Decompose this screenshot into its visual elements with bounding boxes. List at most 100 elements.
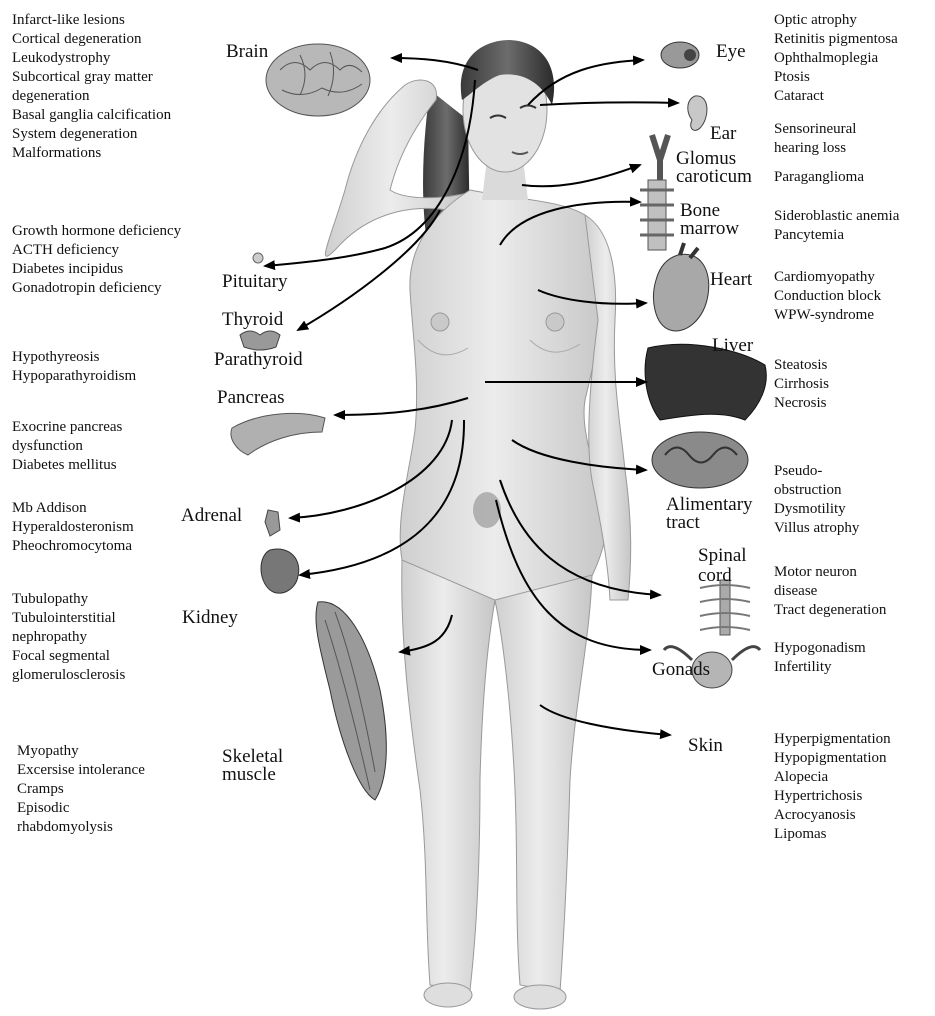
spinal-cord-label: Spinal cord (698, 546, 747, 586)
alimentary-label-line: tract (666, 514, 753, 532)
condition-item: Gonadotropin deficiency (12, 279, 181, 298)
adrenal-label: Adrenal (181, 506, 242, 526)
condition-item: WPW-syndrome (774, 306, 881, 325)
skin-label: Skin (688, 736, 723, 756)
alimentary-conditions: Pseudo- obstruction Dysmotility Villus a… (774, 462, 859, 538)
condition-item: Hypothyreosis (12, 348, 136, 367)
condition-item: nephropathy (12, 628, 125, 647)
ear-label: Ear (710, 124, 736, 144)
condition-item: Optic atrophy (774, 11, 898, 30)
eye-label: Eye (716, 42, 746, 62)
spinal-cord-label-line: cord (698, 566, 747, 586)
condition-item: Acrocyanosis (774, 806, 891, 825)
condition-item: Hypoparathyroidism (12, 367, 136, 386)
condition-item: rhabdomyolysis (17, 818, 145, 837)
condition-item: Hyperpigmentation (774, 730, 891, 749)
condition-item: Focal segmental (12, 647, 125, 666)
adrenal-conditions: Mb Addison Hyperaldosteronism Pheochromo… (12, 499, 134, 556)
condition-item: Diabetes mellitus (12, 456, 122, 475)
condition-item: Pseudo- (774, 462, 859, 481)
heart-conditions: Cardiomyopathy Conduction block WPW-synd… (774, 268, 881, 325)
condition-item: Sideroblastic anemia (774, 207, 899, 226)
condition-item: Episodic (17, 799, 145, 818)
condition-item: Pheochromocytoma (12, 537, 134, 556)
condition-item: Ophthalmoplegia (774, 49, 898, 68)
liver-label: Liver (712, 336, 753, 356)
heart-label: Heart (710, 270, 752, 290)
glomus-label-line: caroticum (676, 168, 752, 186)
condition-item: Cataract (774, 87, 898, 106)
eye-illustration (661, 42, 699, 68)
muscle-illustration (316, 602, 386, 800)
alimentary-label: Alimentary tract (666, 496, 753, 532)
pancreas-label: Pancreas (217, 388, 285, 408)
condition-item: Hypopigmentation (774, 749, 891, 768)
pituitary-conditions: Growth hormone deficiency ACTH deficienc… (12, 222, 181, 298)
brain-conditions: Infarct-like lesions Cortical degenerati… (12, 11, 171, 163)
skeletal-muscle-label: Skeletal muscle (222, 748, 283, 784)
condition-item: dysfunction (12, 437, 122, 456)
ear-conditions: Sensorineural hearing loss (774, 120, 856, 158)
condition-item: degeneration (12, 87, 171, 106)
condition-item: Tubulopathy (12, 590, 125, 609)
bone-marrow-label: Bone marrow (680, 202, 739, 238)
kidney-conditions: Tubulopathy Tubulointerstitial nephropat… (12, 590, 125, 685)
condition-item: Cortical degeneration (12, 30, 171, 49)
condition-item: Villus atrophy (774, 519, 859, 538)
condition-item: Dysmotility (774, 500, 859, 519)
brain-label: Brain (226, 42, 268, 62)
condition-item: Motor neuron (774, 563, 886, 582)
spinal-cord-conditions: Motor neuron disease Tract degeneration (774, 563, 886, 620)
kidney-label: Kidney (182, 608, 238, 628)
condition-item: Myopathy (17, 742, 145, 761)
spinal-cord-label-line: Spinal (698, 546, 747, 566)
skeletal-muscle-label-line: muscle (222, 766, 283, 784)
bone-marrow-illustration (640, 180, 674, 250)
gonads-conditions: Hypogonadism Infertility (774, 639, 866, 677)
muscle-conditions: Myopathy Excersise intolerance Cramps Ep… (17, 742, 145, 837)
bone-marrow-conditions: Sideroblastic anemia Pancytemia (774, 207, 899, 245)
condition-item: Necrosis (774, 394, 829, 413)
condition-item: Paraganglioma (774, 168, 864, 187)
brain-illustration (266, 44, 370, 116)
condition-item: Diabetes incipidus (12, 260, 181, 279)
thyroid-label: Thyroid (222, 310, 283, 330)
condition-item: Subcortical gray matter (12, 68, 171, 87)
heart-illustration (654, 243, 709, 331)
glomus-illustration (652, 135, 668, 180)
gonads-label: Gonads (652, 660, 710, 680)
condition-item: Hypogonadism (774, 639, 866, 658)
eye-conditions: Optic atrophy Retinitis pigmentosa Ophth… (774, 11, 898, 106)
condition-item: Pancytemia (774, 226, 899, 245)
condition-item: hearing loss (774, 139, 856, 158)
condition-item: Hypertrichosis (774, 787, 891, 806)
condition-item: Excersise intolerance (17, 761, 145, 780)
condition-item: Malformations (12, 144, 171, 163)
intestine-illustration (652, 432, 748, 488)
glomus-conditions: Paraganglioma (774, 168, 864, 187)
thyroid-illustration (240, 331, 280, 350)
skin-conditions: Hyperpigmentation Hypopigmentation Alope… (774, 730, 891, 844)
pancreas-conditions: Exocrine pancreas dysfunction Diabetes m… (12, 418, 122, 475)
pituitary-label: Pituitary (222, 272, 287, 292)
spinal-cord-illustration (700, 580, 750, 635)
condition-item: disease (774, 582, 886, 601)
condition-item: Ptosis (774, 68, 898, 87)
pituitary-illustration (253, 253, 263, 263)
condition-item: Tubulointerstitial (12, 609, 125, 628)
condition-item: Cramps (17, 780, 145, 799)
human-body-figure (325, 40, 630, 1009)
condition-item: Sensorineural (774, 120, 856, 139)
condition-item: ACTH deficiency (12, 241, 181, 260)
right-foot (514, 985, 566, 1009)
adrenal-illustration (265, 510, 280, 536)
condition-item: Exocrine pancreas (12, 418, 122, 437)
condition-item: Cardiomyopathy (774, 268, 881, 287)
kidney-illustration (261, 549, 299, 593)
condition-item: Lipomas (774, 825, 891, 844)
condition-item: Mb Addison (12, 499, 134, 518)
ear-illustration (688, 96, 707, 131)
left-foot (424, 983, 472, 1007)
condition-item: Infarct-like lesions (12, 11, 171, 30)
